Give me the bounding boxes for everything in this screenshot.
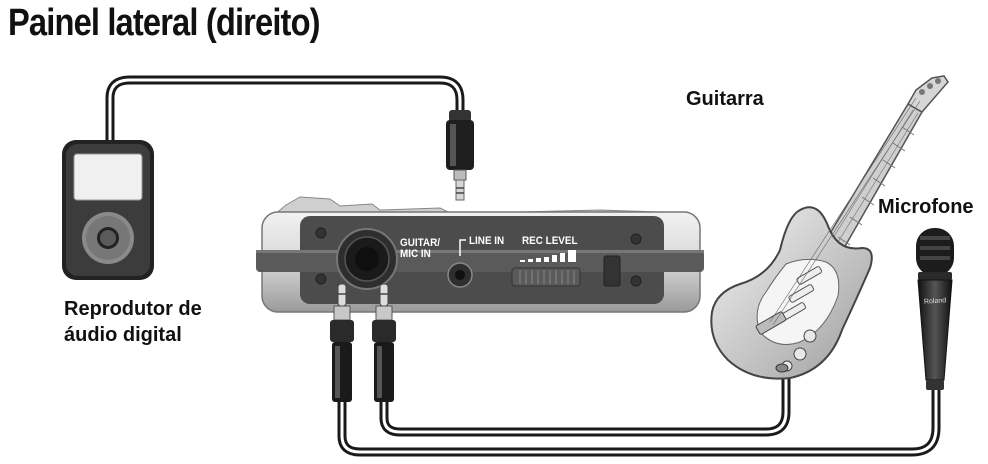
line-in-label: LINE IN <box>469 235 505 247</box>
digital-audio-player <box>62 140 154 280</box>
microphone <box>916 228 954 390</box>
recorder-device <box>256 196 704 313</box>
player-cable <box>105 75 465 147</box>
microphone-cable <box>337 381 941 457</box>
player-label-line1: Reprodutor de <box>64 298 202 320</box>
guitar-mic-in-label-line2: MIC IN <box>400 248 431 260</box>
microphone-label: Microfone <box>878 196 974 218</box>
guitar-label: Guitarra <box>686 88 764 110</box>
guitar-mic-in-label: GUITAR/ MIC IN <box>400 238 440 260</box>
electric-guitar <box>710 75 949 380</box>
guitar-mic-plug-right <box>372 283 396 402</box>
guitar-cable <box>379 367 791 437</box>
rec-level-label: REC LEVEL <box>522 235 578 247</box>
line-in-plug <box>446 110 474 201</box>
page-title: Painel lateral (direito) <box>8 2 321 44</box>
player-label: Reprodutor de áudio digital <box>64 296 202 348</box>
guitar-mic-in-label-line1: GUITAR/ <box>400 237 440 249</box>
player-label-line2: áudio digital <box>64 324 182 346</box>
guitar-mic-plug-left <box>330 283 354 402</box>
